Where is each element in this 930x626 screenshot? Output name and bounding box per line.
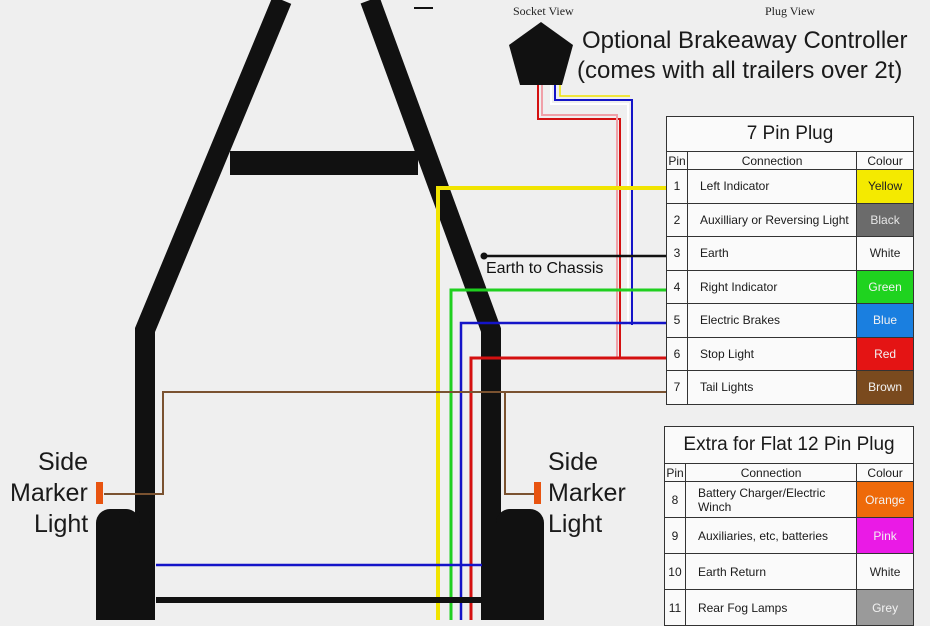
wire-yellow xyxy=(436,186,666,620)
socket-view-label: Socket View xyxy=(513,4,574,18)
colour-cell: Orange xyxy=(856,481,914,518)
pin-cell: 7 xyxy=(666,370,688,405)
wire-brown xyxy=(104,391,666,495)
left-side-marker-label-2: Marker xyxy=(10,479,88,507)
connection-cell: Tail Lights xyxy=(686,370,858,405)
colour-cell: Blue xyxy=(856,303,914,338)
left-side-marker-label-1: Side xyxy=(38,448,89,476)
wire-controller-red xyxy=(537,85,621,358)
header-connection: Connection xyxy=(684,463,858,482)
wire-green xyxy=(449,288,666,620)
connection-cell: Earth xyxy=(686,236,858,271)
connection-cell: Rear Fog Lamps xyxy=(684,589,858,626)
twelve-pin-title: Extra for Flat 12 Pin Plug xyxy=(664,426,914,464)
frame-left-rail xyxy=(135,0,292,620)
colour-cell: Black xyxy=(856,202,914,237)
header-pin: Pin xyxy=(666,151,688,170)
wire-controller-white xyxy=(550,85,629,325)
earth-chassis-point xyxy=(480,252,488,260)
connection-cell: Auxilliary or Reversing Light xyxy=(686,202,858,237)
earth-to-chassis-label: Earth to Chassis xyxy=(486,260,604,277)
left-side-marker-light xyxy=(96,482,103,504)
connection-cell: Earth Return xyxy=(684,553,858,590)
left-side-marker-label-3: Light xyxy=(34,510,89,538)
breakaway-controller-icon xyxy=(509,22,573,85)
connection-cell: Electric Brakes xyxy=(686,303,858,338)
connection-cell: Auxiliaries, etc, batteries xyxy=(684,517,858,554)
pin-cell: 3 xyxy=(666,236,688,271)
colour-cell: Brown xyxy=(856,370,914,405)
header-colour: Colour xyxy=(856,151,914,170)
pin-cell: 10 xyxy=(664,553,686,590)
plug-view-label: Plug View xyxy=(765,4,816,18)
frame-right-rail xyxy=(360,0,501,620)
pin-cell: 5 xyxy=(666,303,688,338)
pin-cell: 1 xyxy=(666,169,688,204)
wire-brown-right xyxy=(504,392,536,495)
seven-pin-title: 7 Pin Plug xyxy=(666,116,914,152)
colour-cell: Red xyxy=(856,336,914,371)
pin-cell: 11 xyxy=(664,589,686,626)
colour-cell: White xyxy=(856,236,914,271)
colour-cell: White xyxy=(856,553,914,590)
wire-controller-pink xyxy=(541,85,618,358)
colour-cell: Pink xyxy=(856,517,914,554)
brakeaway-subtitle: (comes with all trailers over 2t) xyxy=(577,57,903,84)
right-side-marker-label-3: Light xyxy=(548,510,603,538)
wire-blue xyxy=(459,321,666,620)
pin-cell: 2 xyxy=(666,202,688,237)
wire-red xyxy=(469,356,666,620)
wire-controller-blue xyxy=(554,85,633,325)
twelve-pin-plug-table: Extra for Flat 12 Pin Plug Pin Connectio… xyxy=(664,426,914,626)
header-colour: Colour xyxy=(856,463,914,482)
pin-cell: 4 xyxy=(666,269,688,304)
connection-cell: Stop Light xyxy=(686,336,858,371)
connection-cell: Battery Charger/Electric Winch xyxy=(684,481,858,518)
brakeaway-title: Optional Brakeaway Controller xyxy=(582,27,908,54)
pin-cell: 9 xyxy=(664,517,686,554)
right-side-marker-light xyxy=(534,482,541,504)
frame-crossbar xyxy=(230,151,418,175)
left-wheel xyxy=(96,509,140,620)
right-side-marker-label-1: Side xyxy=(548,448,599,476)
wire-controller-yellow xyxy=(559,85,630,97)
connection-cell: Right Indicator xyxy=(686,269,858,304)
colour-cell: Yellow xyxy=(856,169,914,204)
pin-cell: 8 xyxy=(664,481,686,518)
connection-cell: Left Indicator xyxy=(686,169,858,204)
trailer-frame xyxy=(135,0,501,620)
header-pin: Pin xyxy=(664,463,686,482)
colour-cell: Green xyxy=(856,269,914,304)
right-wheel xyxy=(496,509,544,620)
right-side-marker-label-2: Marker xyxy=(548,479,626,507)
colour-cell: Grey xyxy=(856,589,914,626)
header-connection: Connection xyxy=(686,151,858,170)
pin-cell: 6 xyxy=(666,336,688,371)
